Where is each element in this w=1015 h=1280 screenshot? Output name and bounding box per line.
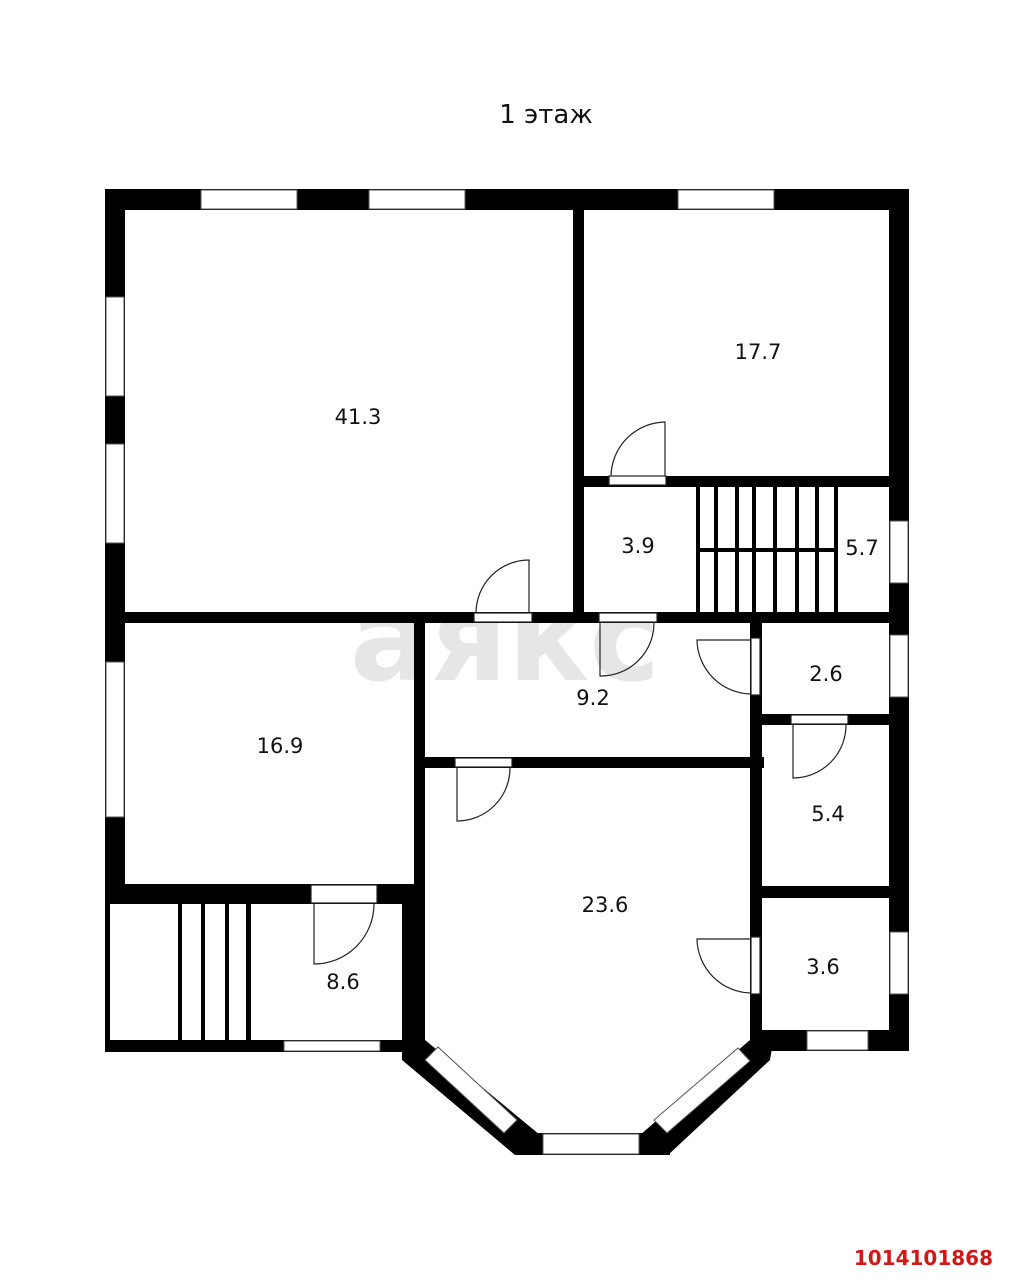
staircase-upper xyxy=(696,487,838,613)
room-area-label: 3.9 xyxy=(621,534,654,558)
room-area-label: 41.3 xyxy=(335,405,382,429)
watermark: аякс xyxy=(350,570,661,709)
room-area-label: 8.6 xyxy=(326,970,359,994)
staircase-lower xyxy=(178,904,229,1042)
windows xyxy=(105,189,909,1155)
room-area-label: 5.4 xyxy=(811,802,844,826)
room-area-label: 2.6 xyxy=(809,662,842,686)
listing-id: 1014101868 xyxy=(853,1246,993,1270)
room-area-label: 5.7 xyxy=(845,536,878,560)
room-area-label: 17.7 xyxy=(735,340,782,364)
room-area-label: 23.6 xyxy=(582,893,629,917)
room-area-label: 3.6 xyxy=(806,955,839,979)
room-area-label: 9.2 xyxy=(576,686,609,710)
doors xyxy=(310,421,849,995)
room-area-label: 16.9 xyxy=(257,734,304,758)
floor-title: 1 этаж xyxy=(499,100,593,130)
